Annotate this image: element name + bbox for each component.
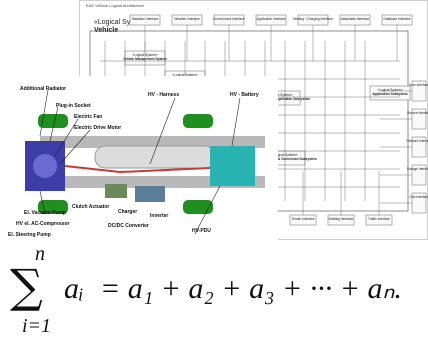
electric-fan <box>33 154 57 178</box>
top-interface-box: Environment Interface <box>213 15 244 25</box>
diagram-box-label: Terrain Interface <box>291 217 314 221</box>
right-interface-box: Grid Interface <box>409 193 428 213</box>
ev-component-illustration: Additional Radiator Plug-in Socket Elect… <box>0 76 278 242</box>
callout-el-steering-pump: El. Steering Pump <box>8 232 51 238</box>
callout-electric-fan: Electric Fan <box>74 114 102 120</box>
callout-dc-dc-converter: DC/DC Converter <box>108 223 149 229</box>
callout-line <box>40 90 48 136</box>
wheel-rear-right <box>183 200 213 214</box>
bottom-interface-box: Building Interface <box>328 215 354 225</box>
bottom-interface-box: Traffic Interface <box>366 215 392 225</box>
diagram-box-label: Service Interface <box>407 111 428 115</box>
summation-formula: n ∑ i=1 aᵢ = a₁ + a₂ + a₃ + ··· + aₙ. <box>0 246 428 337</box>
callout-charger: Charger <box>118 209 137 215</box>
diagram-box-label: Application Interface <box>257 17 286 21</box>
callout-inverter: Inverter <box>150 213 168 219</box>
formula-rhs: = a₁ + a₂ + a₃ + ··· + aₙ. <box>100 272 402 305</box>
sigma-symbol: ∑ <box>10 259 43 313</box>
diagram-box-label: Network Interface <box>407 139 428 143</box>
top-interface-box: Database Interface <box>382 15 412 25</box>
callout-clutch-actuator: Clutch Actuator <box>72 204 109 210</box>
callout-hv-pdu: HV-PDU <box>192 228 211 234</box>
vehicle-chassis-illustration <box>0 76 278 242</box>
top-interface-box: Heating / Charging Interface <box>293 15 333 25</box>
callout-electric-drive-motor: Electric Drive Motor <box>74 125 121 131</box>
callout-additional-radiator: Additional Radiator <box>20 86 66 92</box>
top-interface-box: Weather Interface <box>172 15 202 25</box>
top-interface-box: Attachable Interface <box>340 15 370 25</box>
diagram-box-label: Database Interface <box>384 17 411 21</box>
diagram-box-label: Attachable Interface <box>341 17 370 21</box>
formula-index: i=1 <box>22 315 51 337</box>
inverter-block <box>135 186 165 202</box>
callout-plug-in-socket: Plug-in Socket <box>56 103 91 109</box>
bottom-interface-box: Terrain Interface <box>290 215 316 225</box>
callout-hv-el-ac-compressor: HV el. AC-Compressor <box>16 221 69 227</box>
diagram-box-label: Building Interface <box>329 217 354 221</box>
wheel-rear-left <box>183 114 213 128</box>
diagram-box-label: Environment Interface <box>213 17 244 21</box>
diagram-box-label: User Interface <box>409 83 428 87</box>
formula-summand: aᵢ <box>64 272 84 305</box>
subsystem-box: «Logical System»Application Subsystem <box>370 86 410 100</box>
cylinder-tank <box>95 146 215 168</box>
diagram-box-label: Heating / Charging Interface <box>293 17 333 21</box>
callout-hv-harness: HV - Harness <box>148 92 179 98</box>
diagram-box-label: Weather Interface <box>174 17 200 21</box>
callout-hv-battery: HV - Battery <box>230 92 259 98</box>
charger-block <box>105 184 127 198</box>
diagram-box-label: Radiation Interface <box>132 17 159 21</box>
top-interface-box: Radiation Interface <box>130 15 160 25</box>
diagram-box-label: Storage Interface <box>407 167 428 171</box>
diagram-box-label: Grid Interface <box>409 195 428 199</box>
top-interface-box: Application Interface <box>256 15 286 25</box>
callout-el-vacuum-pump: El. Vacuum Pump <box>24 210 66 216</box>
hv-battery-block <box>210 146 255 186</box>
diagram-box-label: Traffic Interface <box>368 217 390 221</box>
diagram-box-label: Application Subsystem <box>372 92 407 96</box>
